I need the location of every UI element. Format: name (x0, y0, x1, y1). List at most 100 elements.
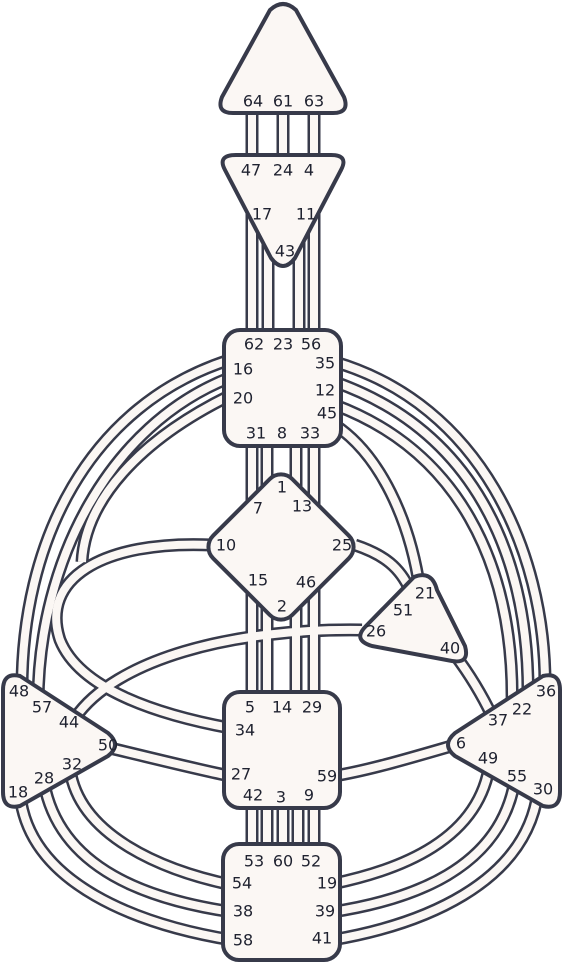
gate-label: 27 (231, 765, 251, 784)
solar-plexus-gates: 36 22 37 6 49 55 30 (456, 682, 556, 799)
gate-label: 2 (277, 597, 287, 616)
gate-label: 49 (478, 749, 498, 768)
gate-label: 47 (241, 161, 261, 180)
gate-label: 29 (302, 698, 322, 717)
gate-label: 3 (276, 788, 286, 807)
gate-label: 61 (273, 92, 293, 111)
gate-label: 23 (273, 335, 293, 354)
gate-label: 50 (98, 736, 118, 755)
gate-label: 28 (34, 769, 54, 788)
head-center[interactable] (218, 2, 348, 115)
heart-center[interactable] (358, 573, 469, 664)
gate-label: 33 (300, 424, 320, 443)
spleen-center[interactable] (1, 673, 117, 809)
gate-label: 18 (8, 783, 28, 802)
channel-fill (66, 769, 233, 889)
channel-fill (333, 358, 549, 685)
gate-label: 37 (488, 711, 508, 730)
g-center[interactable] (202, 468, 360, 626)
throat-gates: 62 23 56 35 16 12 20 45 31 8 33 (233, 335, 337, 443)
gate-label: 17 (252, 205, 272, 224)
gate-label: 24 (273, 161, 293, 180)
channel-fill (16, 794, 233, 944)
gate-label: 7 (253, 499, 263, 518)
gate-label: 22 (512, 700, 532, 719)
gate-label: 42 (243, 786, 263, 805)
channel-fill (451, 652, 496, 718)
channel-fill (331, 779, 519, 916)
gate-label: 10 (216, 536, 236, 555)
head-gates: 64 61 63 (243, 92, 324, 111)
gate-label: 36 (536, 682, 556, 701)
gate-label: 63 (304, 92, 324, 111)
channel-fill (34, 374, 231, 705)
channel-fill (333, 378, 533, 701)
channel-fill (333, 741, 457, 780)
root-gates: 53 60 52 54 19 38 39 58 41 (232, 852, 337, 950)
gate-label: 30 (533, 780, 553, 799)
channel-fill (52, 540, 231, 732)
channel-fill (71, 625, 363, 721)
ajna-center[interactable] (220, 153, 346, 268)
gate-label: 40 (440, 639, 460, 658)
gate-label: 58 (233, 931, 253, 950)
throat-center[interactable] (222, 328, 343, 448)
gate-label: 48 (9, 682, 29, 701)
gate-label: 31 (246, 424, 266, 443)
channel-fill (17, 356, 231, 697)
heart-gates: 21 51 26 40 (366, 584, 460, 658)
gate-label: 57 (32, 698, 52, 717)
channel-fill (109, 744, 231, 780)
channel-fill (78, 392, 231, 563)
gate-label: 19 (317, 874, 337, 893)
channel-fill (331, 791, 542, 944)
channel-fill (331, 761, 494, 888)
gate-label: 59 (317, 767, 337, 786)
gate-label: 52 (301, 852, 321, 871)
gate-label: 1 (277, 478, 287, 497)
gate-label: 13 (292, 497, 312, 516)
gate-label: 4 (304, 161, 314, 180)
gate-label: 60 (273, 852, 293, 871)
root-center[interactable] (221, 842, 342, 962)
gate-label: 44 (59, 713, 79, 732)
gate-label: 14 (272, 698, 292, 717)
gate-label: 53 (244, 852, 264, 871)
spleen-gates: 48 57 44 50 32 28 18 (8, 682, 118, 802)
gate-label: 20 (233, 389, 253, 408)
gate-label: 5 (245, 698, 255, 717)
gate-label: 25 (332, 536, 352, 555)
gate-label: 54 (232, 874, 252, 893)
gate-label: 41 (312, 929, 332, 948)
gate-label: 45 (317, 404, 337, 423)
gate-label: 16 (233, 360, 253, 379)
gate-label: 43 (275, 242, 295, 261)
gate-label: 32 (62, 755, 82, 774)
gate-label: 35 (315, 354, 335, 373)
gate-label: 55 (507, 767, 527, 786)
gate-label: 62 (244, 335, 264, 354)
g-gates: 1 7 13 10 25 15 46 2 (216, 478, 352, 616)
gate-label: 64 (243, 92, 263, 111)
gate-label: 56 (301, 335, 321, 354)
gate-label: 39 (315, 902, 335, 921)
gate-label: 12 (315, 381, 335, 400)
gate-label: 11 (296, 205, 316, 224)
gate-label: 46 (296, 573, 316, 592)
sacral-gates: 5 14 29 34 27 59 42 3 9 (231, 698, 337, 807)
gate-label: 38 (233, 902, 253, 921)
channel-fill (333, 401, 517, 709)
gate-label: 6 (456, 734, 466, 753)
sacral-center[interactable] (222, 690, 342, 810)
gate-label: 9 (304, 786, 314, 805)
gate-label: 15 (248, 571, 268, 590)
gate-label: 26 (366, 622, 386, 641)
ajna-gates: 47 24 4 17 11 43 (241, 161, 316, 261)
channel-fill (332, 421, 424, 591)
gate-label: 51 (393, 601, 413, 620)
solar-plexus-center[interactable] (446, 673, 562, 809)
channel-fill (40, 782, 233, 916)
gate-label: 8 (277, 424, 287, 443)
gate-label: 34 (235, 721, 255, 740)
gate-label: 21 (415, 584, 435, 603)
